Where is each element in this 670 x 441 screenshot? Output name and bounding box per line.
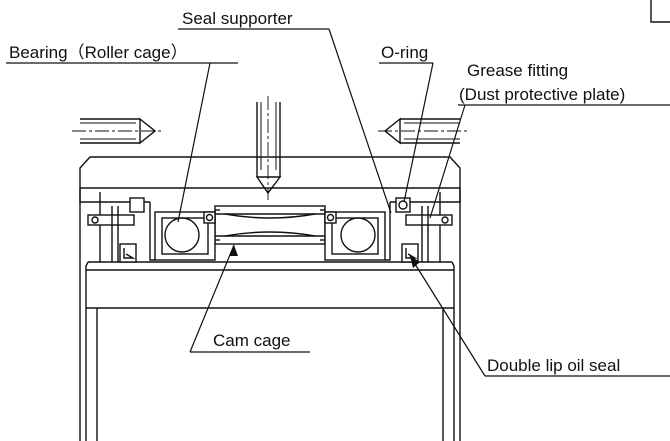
label-o-ring-text: O-ring [381, 43, 428, 62]
cropped-frame-corner [650, 0, 670, 23]
label-double-lip-oil-seal: Double lip oil seal [409, 255, 670, 377]
cam-cage [214, 205, 326, 245]
label-double-lip-oil-seal-text: Double lip oil seal [487, 356, 620, 375]
tapped-hole-center [255, 96, 282, 200]
label-grease-fitting: Grease fitting (Dust protective plate) [429, 61, 670, 219]
tapped-hole-left [72, 117, 162, 145]
bearing-assembly-right [320, 192, 453, 263]
label-seal-supporter-text: Seal supporter [182, 9, 293, 28]
tapped-hole-right [378, 117, 468, 145]
housing [79, 156, 461, 441]
oil-seal-arrowhead [410, 256, 420, 268]
label-grease-fitting-line2: (Dust protective plate) [459, 85, 625, 104]
label-cam-cage: Cam cage [189, 244, 310, 353]
label-grease-fitting-line1: Grease fitting [467, 61, 568, 80]
label-cam-cage-text: Cam cage [213, 331, 290, 350]
bearing-assembly-left [87, 192, 220, 263]
cam-cage-arrowhead [229, 245, 238, 256]
label-bearing: Bearing（Roller cage） [6, 43, 238, 223]
label-o-ring: O-ring [379, 43, 434, 203]
label-seal-supporter: Seal supporter [178, 9, 392, 214]
label-bearing-text: Bearing（Roller cage） [9, 43, 188, 62]
